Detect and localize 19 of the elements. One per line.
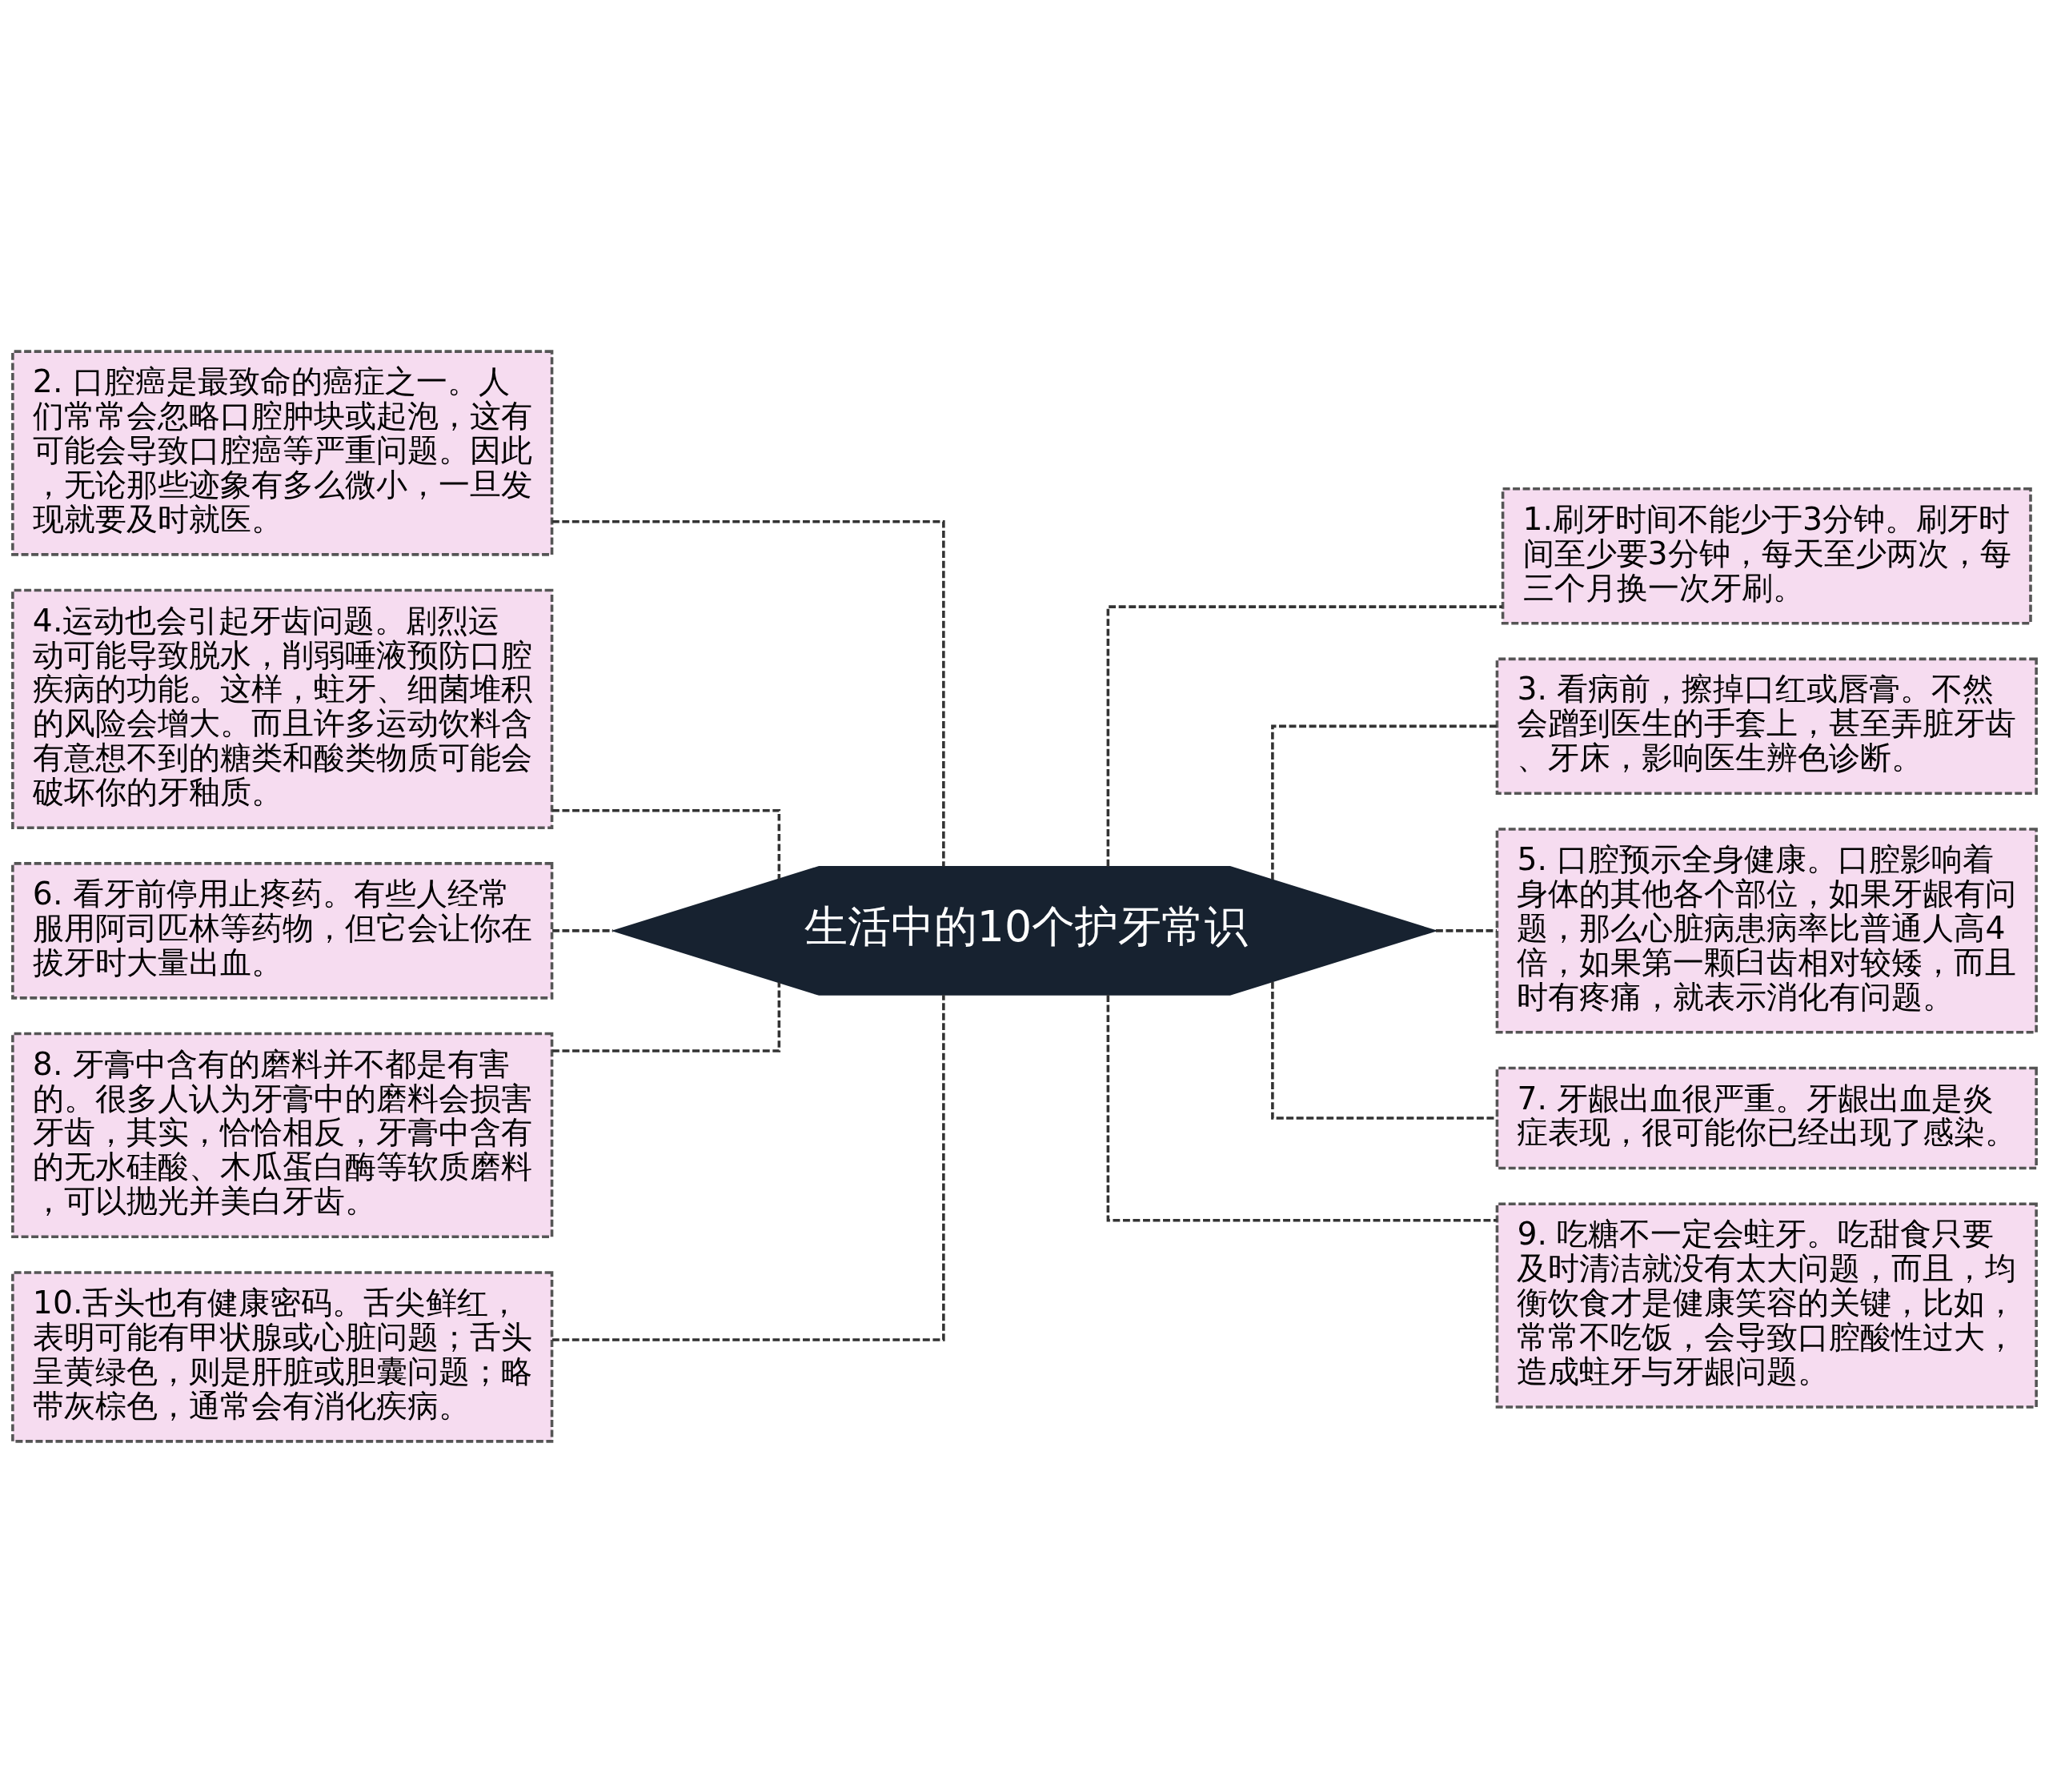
node-box: 7. 牙龈出血很严重。牙龈出血是炎症表现，很可能你已经出现了感染。	[1495, 1066, 2038, 1169]
connector	[1435, 928, 1497, 932]
node-box: 9. 吃糖不一定会蛀牙。吃甜食只要及时清洁就没有太大问题，而且，均衡饮食才是健康笑容的关键，比如，常常不吃饭，会导致口腔酸性过大，造成蛀牙与牙龈问题。	[1495, 1201, 2038, 1409]
connector	[1271, 724, 1498, 880]
node-box: 5. 口腔预示全身健康。口腔影响着身体的其他各个部位，如果牙龈有问题，那么心脏病患病率比普通人高4倍，如果第一颗臼齿相对较矮，而且时有疼痛，就表示消化有问题。	[1495, 827, 2038, 1034]
connector	[552, 928, 613, 932]
connector	[1106, 604, 1503, 866]
connector	[1106, 994, 1498, 1222]
connector	[551, 519, 945, 866]
node-box: 10.舌头也有健康密码。舌尖鲜红，表明可能有甲状腺或心脏问题；舌头呈黄绿色，则是肝脏或胆囊问题；略带灰棕色，通常会有消化疾病。	[11, 1270, 554, 1443]
node-box: 6. 看牙前停用止疼药。有些人经常服用阿司匹林等药物，但它会让你在拔牙时大量出血。	[11, 861, 554, 1000]
node-box: 2. 口腔癌是最致命的癌症之一。人们常常会忽略口腔肿块或起泡，这有可能会导致口腔癌等严重问题。因此，无论那些迹象有多么微小，一旦发现就要及时就医。	[11, 349, 554, 556]
connector	[551, 994, 945, 1341]
connector	[551, 808, 781, 879]
node-box: 1.刷牙时间不能少于3分钟。刷牙时间至少要3分钟，每天至少两次，每三个月换一次牙刷。	[1501, 487, 2032, 624]
node-box: 3. 看病前，擦掉口红或唇膏。不然会蹭到医生的手套上，甚至弄脏牙齿、牙床，影响医生辨色诊断。	[1495, 657, 2038, 795]
node-box: 8. 牙膏中含有的磨料并不都是有害的。很多人认为牙膏中的磨料会损害牙齿，其实，恰恰相反，牙膏中含有的无水硅酸、木瓜蛋白酶等软质磨料，可以抛光并美白牙齿。	[11, 1032, 554, 1238]
node-box: 4.运动也会引起牙齿问题。剧烈运动可能导致脱水，削弱唾液预防口腔疾病的功能。这样，蛀牙、细菌堆积的风险会增大。而且许多运动饮料含有意想不到的糖类和酸类物质可能会破坏你的牙釉质。	[11, 588, 554, 829]
connector	[551, 981, 781, 1052]
